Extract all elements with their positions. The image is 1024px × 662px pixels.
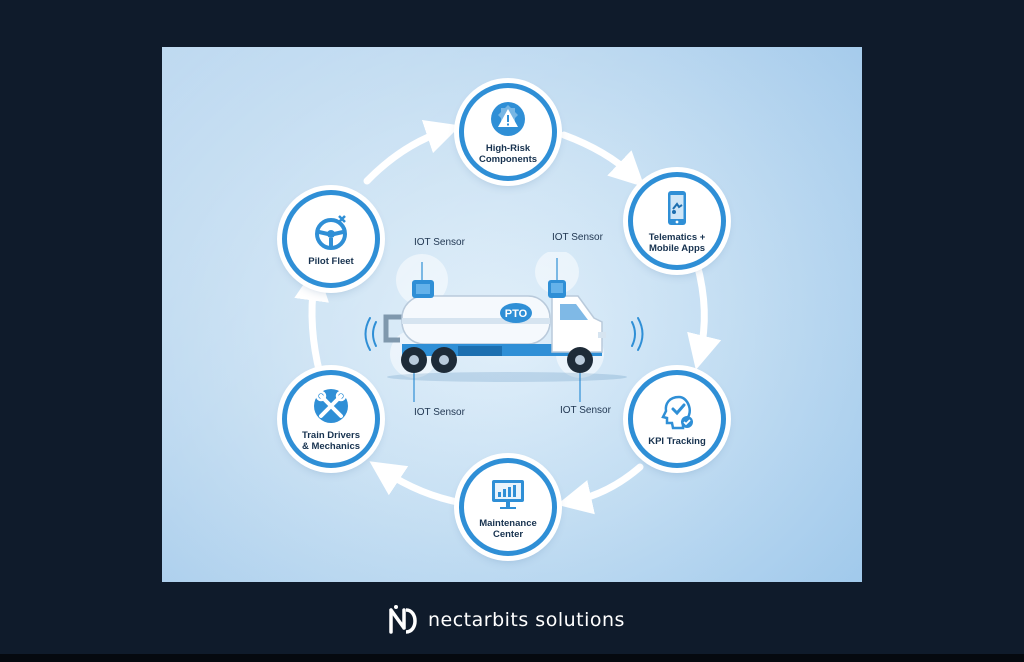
cycle-arrows	[294, 119, 722, 515]
bottom-bar	[0, 654, 1024, 662]
wrench-globe-icon	[314, 389, 348, 423]
truck-wheels	[401, 347, 593, 373]
pto-tag: PTO	[505, 308, 528, 320]
tanker-truck-illustration: PTO	[364, 252, 644, 402]
footer-brand[interactable]: nectarbits solutions	[388, 603, 625, 637]
arrow-pilot-to-highrisk	[363, 119, 461, 185]
sensor-label-rear-wheel: IOT Sensor	[414, 407, 465, 418]
steering-wheel-icon	[315, 214, 347, 250]
brand-name: nectarbits solutions	[428, 609, 625, 631]
monitor-chart-icon	[492, 480, 524, 509]
arrow-telematics-to-kpi	[687, 260, 722, 371]
node-label: Train Drivers & Mechanics	[301, 430, 361, 452]
sensor-label-cab: IOT Sensor	[552, 232, 603, 243]
arrow-kpi-to-maintenance	[556, 463, 644, 515]
node-train: Train Drivers & Mechanics	[282, 370, 380, 468]
nectarbits-logo-icon	[389, 605, 417, 634]
diagram-panel: High-Risk Components Telematics + Mobile…	[162, 47, 862, 582]
node-high-risk: High-Risk Components	[459, 83, 557, 181]
node-label: Telematics + Mobile Apps	[648, 232, 706, 254]
arrow-train-to-pilot	[294, 265, 329, 378]
node-label: Maintenance Center	[479, 518, 537, 540]
head-check-icon	[661, 395, 693, 429]
node-kpi: KPI Tracking	[628, 370, 726, 468]
sensor-label-front-wheel: IOT Sensor	[560, 405, 611, 416]
arrow-maintenance-to-train	[369, 461, 466, 507]
node-label: High-Risk Components	[478, 143, 538, 165]
node-label: KPI Tracking	[648, 435, 706, 447]
node-maintenance: Maintenance Center	[459, 458, 557, 556]
node-telematics: Telematics + Mobile Apps	[628, 172, 726, 270]
mobile-phone-icon	[668, 191, 686, 225]
node-pilot: Pilot Fleet	[282, 190, 380, 288]
node-label: Pilot Fleet	[308, 255, 354, 267]
signal-waves-icon	[364, 317, 644, 351]
sensor-label-tank: IOT Sensor	[414, 237, 465, 248]
warning-gear-icon	[491, 102, 525, 136]
arrow-highrisk-to-telematics	[560, 131, 645, 188]
